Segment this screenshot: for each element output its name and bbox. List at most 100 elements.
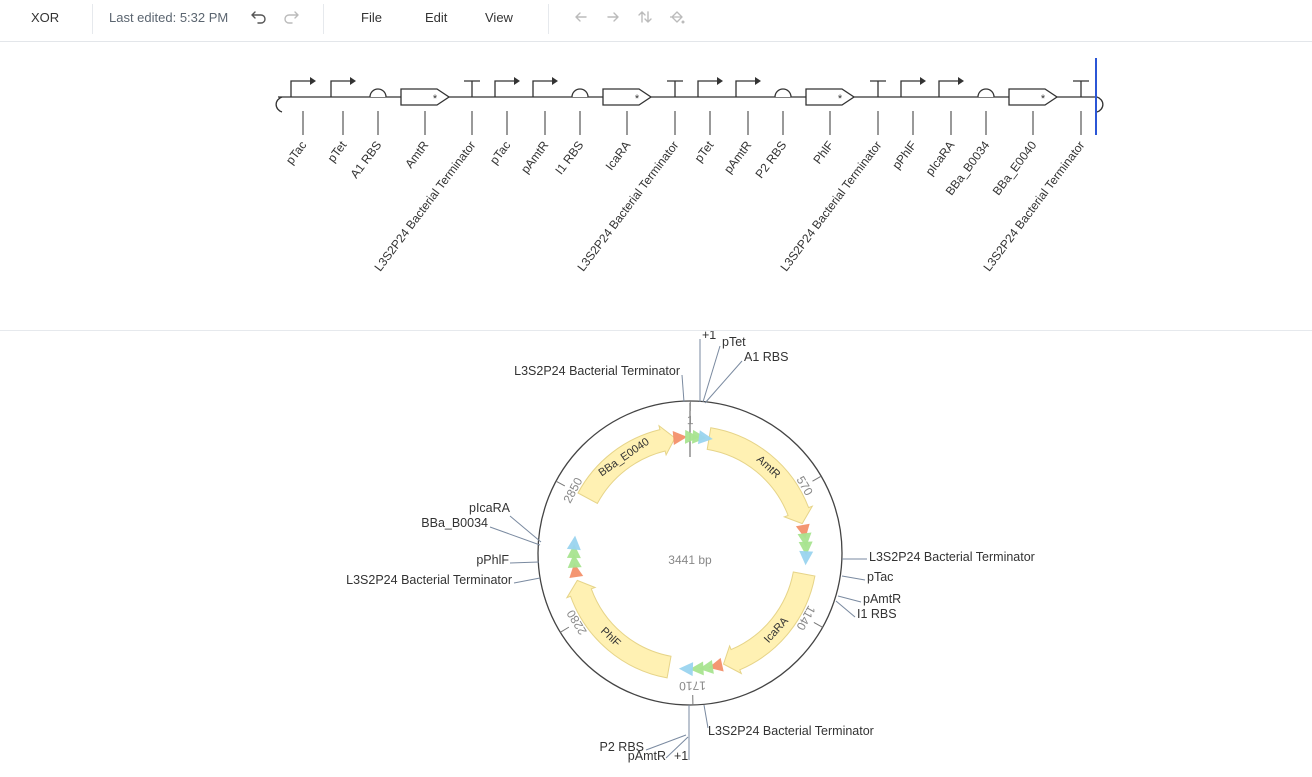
linear-part-promoter[interactable]: pTac — [283, 77, 316, 167]
svg-text:L3S2P24 Bacterial Terminator: L3S2P24 Bacterial Terminator — [708, 724, 874, 738]
promoter-glyph[interactable] — [798, 541, 813, 556]
swap-vertical-icon[interactable] — [636, 8, 654, 26]
circular-part-label[interactable]: A1 RBS — [704, 350, 788, 404]
linear-part-terminator[interactable]: L3S2P24 Bacterial Terminator — [777, 80, 886, 274]
circular-plasmid-map: 15701140171022802850AmtRIcaRAPhlFBBa_E00… — [346, 331, 1035, 763]
linear-part-label: pTet — [692, 138, 717, 165]
circular-part-label[interactable]: +1 — [674, 705, 690, 763]
menu-file[interactable]: File — [361, 10, 382, 25]
svg-text:+1: +1 — [674, 749, 688, 763]
circular-part-label[interactable]: pPhlF — [476, 553, 540, 567]
backbone-start-cap — [275, 96, 283, 113]
promoter-glyph[interactable] — [689, 661, 704, 676]
redo-icon[interactable] — [282, 8, 300, 26]
linear-part-rbs[interactable]: P2 RBS — [753, 88, 792, 181]
linear-part-promoter[interactable]: pTet — [692, 77, 723, 165]
linear-part-label: P2 RBS — [753, 138, 790, 181]
svg-text:pIcaRA: pIcaRA — [469, 501, 511, 515]
cds-feature[interactable]: BBa_E0040 — [577, 424, 676, 505]
circular-part-label[interactable]: pAmtR — [628, 736, 689, 763]
linear-part-terminator[interactable]: L3S2P24 Bacterial Terminator — [371, 80, 480, 274]
promoter-glyph[interactable] — [699, 660, 714, 674]
linear-part-cds[interactable]: *AmtR — [400, 88, 451, 171]
svg-text:pAmtR: pAmtR — [863, 592, 901, 606]
promoter-glyph[interactable] — [567, 553, 582, 569]
linear-part-terminator[interactable]: L3S2P24 Bacterial Terminator — [574, 80, 683, 274]
circular-part-label[interactable]: BBa_B0034 — [421, 516, 541, 546]
linear-part-label: pTac — [487, 138, 513, 167]
toolbar: XOR Last edited: 5:32 PM File Edit View — [0, 0, 1312, 42]
circular-part-label[interactable]: L3S2P24 Bacterial Terminator — [346, 573, 541, 587]
promoter-glyph[interactable] — [797, 532, 812, 548]
circular-part-label[interactable]: L3S2P24 Bacterial Terminator — [514, 364, 685, 403]
svg-text:*: * — [838, 93, 843, 105]
linear-part-promoter[interactable]: pAmtR — [518, 77, 558, 176]
arrow-right-icon[interactable] — [604, 8, 622, 26]
svg-text:+1: +1 — [702, 331, 716, 342]
linear-part-label: pTet — [325, 138, 350, 165]
promoter-glyph[interactable] — [566, 544, 581, 559]
svg-text:pTac: pTac — [867, 570, 893, 584]
toolbar-divider — [92, 4, 93, 34]
rbs-glyph[interactable] — [566, 535, 581, 551]
linear-part-promoter[interactable]: pAmtR — [721, 77, 761, 176]
svg-text:L3S2P24 Bacterial Terminator: L3S2P24 Bacterial Terminator — [514, 364, 680, 378]
linear-part-promoter[interactable]: pPhlF — [889, 77, 926, 172]
linear-part-promoter[interactable]: pTet — [325, 77, 356, 165]
linear-part-label: PhlF — [810, 138, 836, 166]
terminator-glyph[interactable] — [672, 431, 688, 445]
circular-part-label[interactable]: pTet — [702, 335, 746, 403]
linear-part-rbs[interactable]: A1 RBS — [348, 88, 387, 181]
cds-feature[interactable]: AmtR — [706, 427, 814, 525]
svg-text:pAmtR: pAmtR — [628, 749, 666, 763]
linear-part-promoter[interactable]: pTac — [487, 77, 520, 167]
paint-bucket-icon[interactable] — [668, 8, 686, 26]
linear-part-terminator[interactable]: L3S2P24 Bacterial Terminator — [980, 80, 1089, 274]
design-title[interactable]: XOR — [31, 10, 60, 25]
svg-text:I1 RBS: I1 RBS — [857, 607, 897, 621]
tick-mark — [812, 475, 822, 482]
undo-icon[interactable] — [250, 8, 268, 26]
svg-text:L3S2P24 Bacterial Terminator: L3S2P24 Bacterial Terminator — [346, 573, 512, 587]
svg-text:*: * — [635, 93, 640, 105]
svg-text:L3S2P24 Bacterial Terminator: L3S2P24 Bacterial Terminator — [869, 550, 1035, 564]
svg-text:P2 RBS: P2 RBS — [600, 740, 644, 754]
backbone-end-cap — [1096, 96, 1104, 113]
arrow-left-icon[interactable] — [572, 8, 590, 26]
tick-mark — [813, 621, 823, 628]
linear-part-label: A1 RBS — [348, 138, 385, 181]
rbs-glyph[interactable] — [799, 550, 814, 566]
tick-mark — [560, 626, 570, 633]
circular-part-label[interactable]: pAmtR — [837, 592, 901, 606]
tick-mark — [555, 480, 566, 487]
linear-part-promoter[interactable]: pIcaRA — [923, 77, 964, 178]
promoter-glyph[interactable] — [684, 429, 700, 444]
circular-part-label[interactable]: L3S2P24 Bacterial Terminator — [842, 550, 1035, 564]
linear-part-label: L3S2P24 Bacterial Terminator — [980, 138, 1087, 274]
toolbar-divider — [323, 4, 324, 34]
linear-part-label: pPhlF — [889, 138, 919, 171]
circular-part-label[interactable]: pTac — [841, 570, 893, 584]
menu-view[interactable]: View — [485, 10, 513, 25]
svg-text:*: * — [1041, 93, 1046, 105]
rbs-glyph[interactable] — [678, 662, 694, 677]
linear-part-cds[interactable]: *IcaRA — [602, 88, 653, 173]
circular-part-label[interactable]: L3S2P24 Bacterial Terminator — [703, 704, 874, 738]
circular-part-label[interactable]: pIcaRA — [469, 501, 542, 543]
circular-part-label[interactable]: I1 RBS — [835, 600, 897, 621]
linear-part-cds[interactable]: * PhlF — [805, 88, 856, 167]
linear-part-label: I1 RBS — [552, 138, 586, 177]
linear-part-label: L3S2P24 Bacterial Terminator — [574, 138, 681, 274]
linear-part-rbs[interactable]: I1 RBS — [552, 88, 589, 177]
circular-part-label[interactable]: P2 RBS — [600, 734, 687, 754]
linear-part-label: L3S2P24 Bacterial Terminator — [371, 138, 478, 274]
terminator-glyph[interactable] — [569, 563, 584, 578]
sequence-length: 3441 bp — [668, 553, 712, 567]
rbs-glyph[interactable] — [697, 430, 713, 445]
toolbar-divider — [548, 4, 549, 34]
svg-text:pPhlF: pPhlF — [476, 553, 509, 567]
circular-part-label[interactable]: +1 — [699, 331, 716, 402]
linear-part-label: L3S2P24 Bacterial Terminator — [777, 138, 884, 274]
menu-edit[interactable]: Edit — [425, 10, 448, 25]
